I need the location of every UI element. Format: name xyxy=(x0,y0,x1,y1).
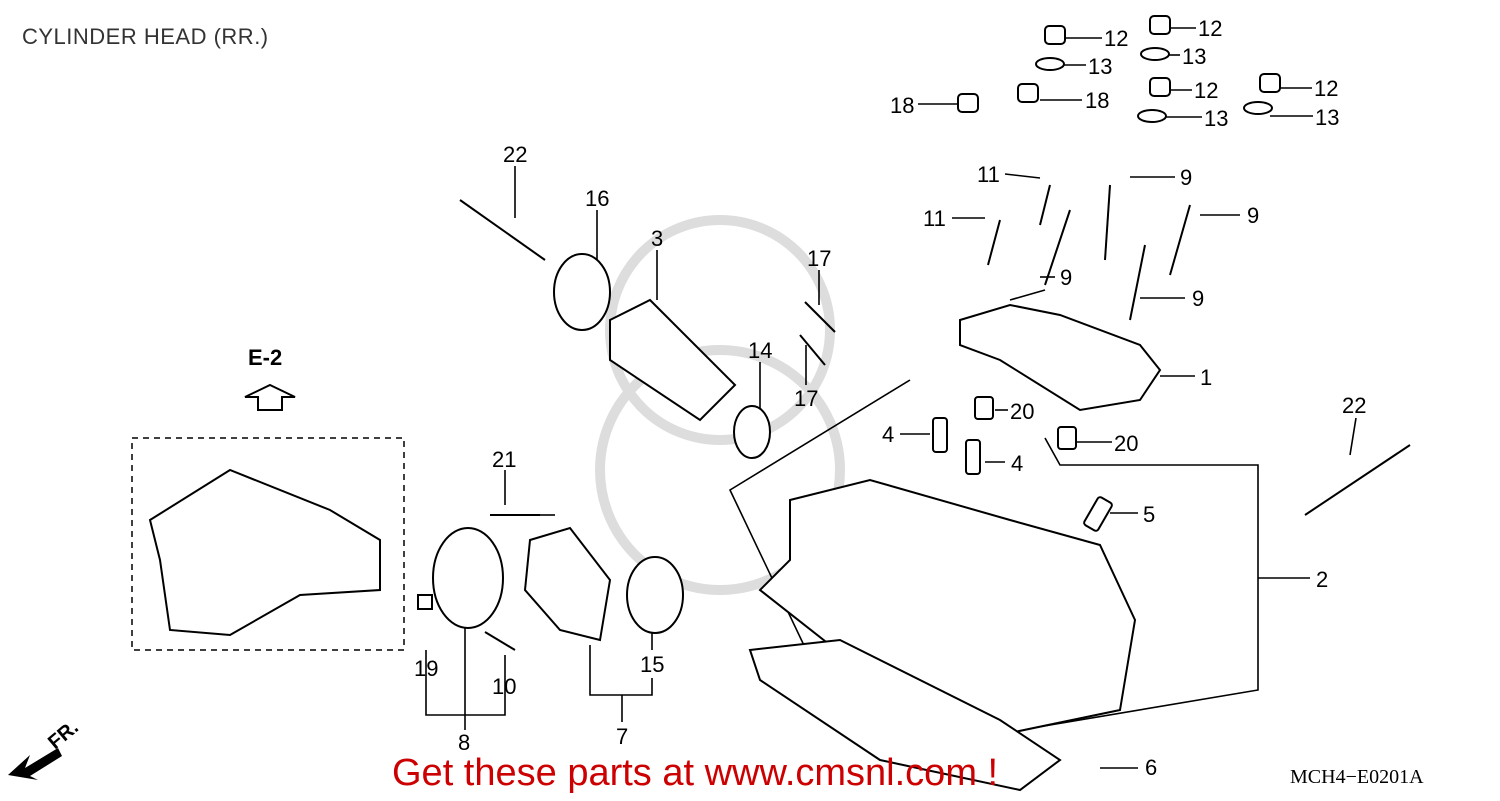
part-label: 9 xyxy=(1060,265,1072,290)
part-label: 5 xyxy=(1143,502,1155,527)
diagram-title: CYLINDER HEAD (RR.) xyxy=(22,24,269,49)
part-label: 12 xyxy=(1314,76,1338,101)
o-ring-15 xyxy=(626,556,684,634)
camshaft-holder xyxy=(959,303,1162,412)
water-joint xyxy=(148,468,381,637)
cylinder-head xyxy=(758,478,1137,737)
part-label: 13 xyxy=(1182,44,1206,69)
part-label: 12 xyxy=(1198,16,1222,41)
part-label: 20 xyxy=(1114,431,1138,456)
band-8 xyxy=(432,527,504,629)
bolts xyxy=(987,184,1191,321)
part-label: 10 xyxy=(492,674,516,699)
part-label: 16 xyxy=(585,186,609,211)
front-arrow-icon: FR. xyxy=(8,716,83,780)
part-label: 2 xyxy=(1316,567,1328,592)
part-label: 17 xyxy=(807,246,831,271)
nut-19 xyxy=(417,594,433,610)
part-label: 9 xyxy=(1192,286,1204,311)
part-label: 9 xyxy=(1247,203,1259,228)
part-label: 1 xyxy=(1200,365,1212,390)
part-label: 13 xyxy=(1315,105,1339,130)
part-label: 22 xyxy=(1342,393,1366,418)
insulator-3 xyxy=(609,298,737,422)
reference-box xyxy=(131,437,405,651)
promo-link[interactable]: Get these parts at www.cmsnl.com ! xyxy=(392,752,999,794)
reference-label: E-2 xyxy=(248,345,282,370)
front-label: FR. xyxy=(44,716,83,754)
part-label: 22 xyxy=(503,142,527,167)
part-label: 8 xyxy=(458,730,470,755)
part-label: 12 xyxy=(1104,26,1128,51)
part-label: 9 xyxy=(1180,165,1192,190)
up-arrow-icon xyxy=(244,383,296,411)
part-label: 11 xyxy=(977,162,1000,187)
studs-17 xyxy=(799,301,836,366)
o-ring-16 xyxy=(553,253,611,331)
part-label: 12 xyxy=(1194,78,1218,103)
part-label: 17 xyxy=(794,386,818,411)
diagram-code: MCH4−E0201A xyxy=(1290,766,1424,788)
part-label: 6 xyxy=(1145,755,1157,780)
part-label: 4 xyxy=(1011,451,1023,476)
dowels-and-guides xyxy=(932,396,1113,532)
part-label: 14 xyxy=(748,338,772,363)
part-label: 7 xyxy=(616,724,628,749)
part-label: 19 xyxy=(414,656,438,681)
part-label: 18 xyxy=(1085,88,1109,113)
leader-lines xyxy=(425,27,1357,769)
part-label: 11 xyxy=(923,206,946,231)
part-label: 13 xyxy=(1088,54,1112,79)
part-label: 18 xyxy=(890,93,914,118)
part-label: 21 xyxy=(492,447,516,472)
head-gasket xyxy=(748,638,1062,792)
o-ring-14 xyxy=(733,405,771,459)
part-label: 20 xyxy=(1010,399,1034,424)
part-label: 15 xyxy=(640,652,664,677)
screw-10 xyxy=(484,631,516,651)
part-label: 3 xyxy=(651,226,663,251)
nuts-and-washers xyxy=(957,15,1281,123)
spark-plugs xyxy=(459,199,1411,516)
intake-pipe-7 xyxy=(523,526,612,642)
part-labels: 12 12 13 13 18 18 12 12 13 13 22 16 3 17… xyxy=(414,16,1366,780)
part-label: 13 xyxy=(1204,106,1228,131)
part-label: 4 xyxy=(882,422,894,447)
